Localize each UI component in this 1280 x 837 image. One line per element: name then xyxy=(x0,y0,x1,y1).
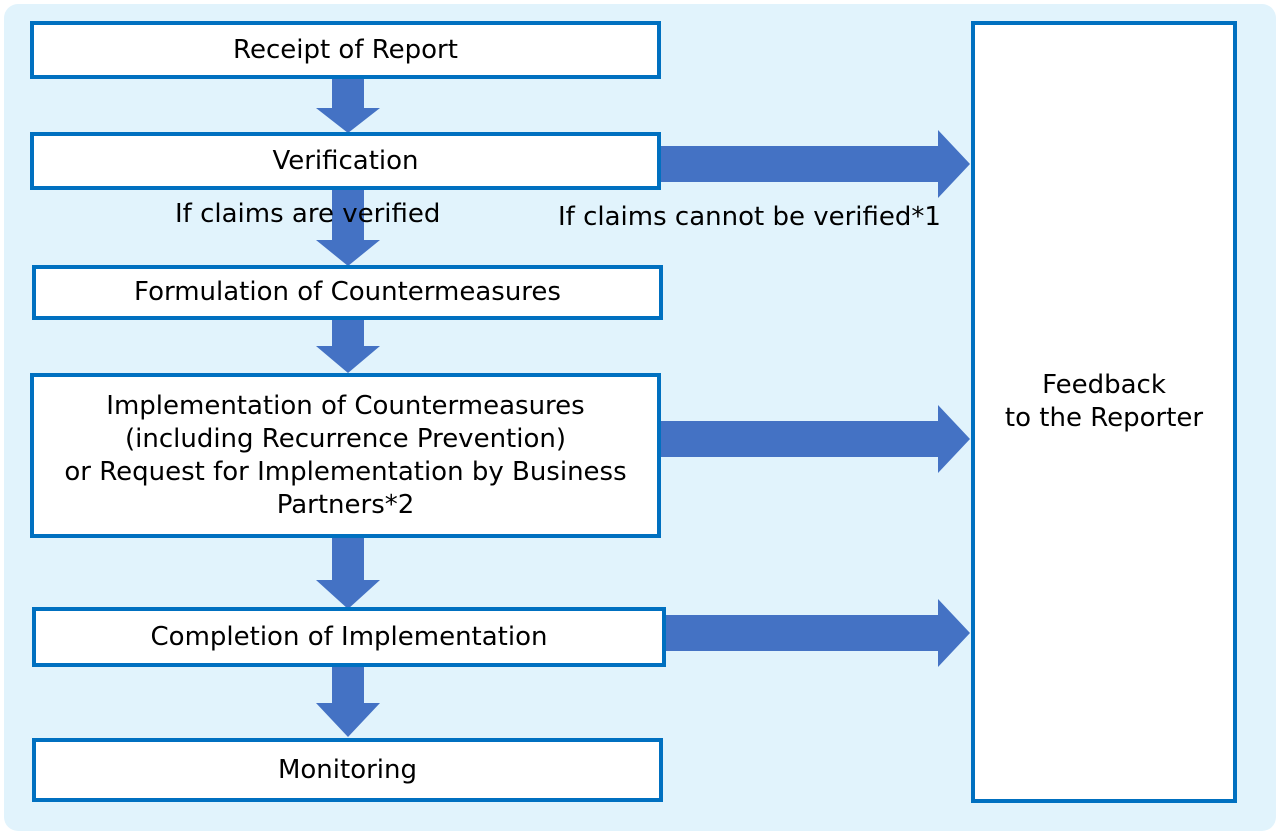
feedback-to-reporter: Feedback to the Reporter xyxy=(971,21,1237,803)
arrow-completion-to-monitoring xyxy=(316,667,380,737)
step-monitoring: Monitoring xyxy=(32,738,663,802)
step-monitoring-label: Monitoring xyxy=(277,754,418,785)
arrow-receipt-to-verification xyxy=(316,79,380,133)
step-implementation-of-countermeasures: Implementation of Countermeasures (inclu… xyxy=(30,373,661,538)
arrow-implementation-to-completion xyxy=(316,537,380,609)
arrow-verification-to-formulation xyxy=(316,190,380,266)
step-receipt-of-report: Receipt of Report xyxy=(30,21,661,79)
step-formulation-label: Formulation of Countermeasures xyxy=(134,277,561,307)
step-formulation-of-countermeasures: Formulation of Countermeasures xyxy=(32,265,663,320)
step-receipt-label: Receipt of Report xyxy=(233,34,458,65)
arrow-formulation-to-implementation xyxy=(316,320,380,373)
feedback-line-2: to the Reporter xyxy=(1004,403,1204,433)
arrow-verification-to-feedback xyxy=(660,130,970,198)
step-completion-of-implementation: Completion of Implementation xyxy=(32,607,666,667)
step-implementation-line-1: Implementation of Countermeasures xyxy=(106,390,585,421)
step-implementation-line-2: (including Recurrence Prevention) xyxy=(124,423,566,454)
feedback-line-1: Feedback xyxy=(1042,370,1166,400)
caption-claims-not-verified: If claims cannot be verified*1 xyxy=(558,202,941,232)
step-verification: Verification xyxy=(30,132,661,190)
caption-claims-verified: If claims are verified xyxy=(175,199,441,229)
arrow-completion-to-feedback xyxy=(666,599,970,667)
step-verification-label: Verification xyxy=(272,145,419,176)
step-implementation-line-4: Partners*2 xyxy=(276,489,415,520)
arrow-implementation-to-feedback xyxy=(660,405,970,473)
step-completion-label: Completion of Implementation xyxy=(150,621,548,652)
step-implementation-line-3: or Request for Implementation by Busines… xyxy=(64,456,627,487)
